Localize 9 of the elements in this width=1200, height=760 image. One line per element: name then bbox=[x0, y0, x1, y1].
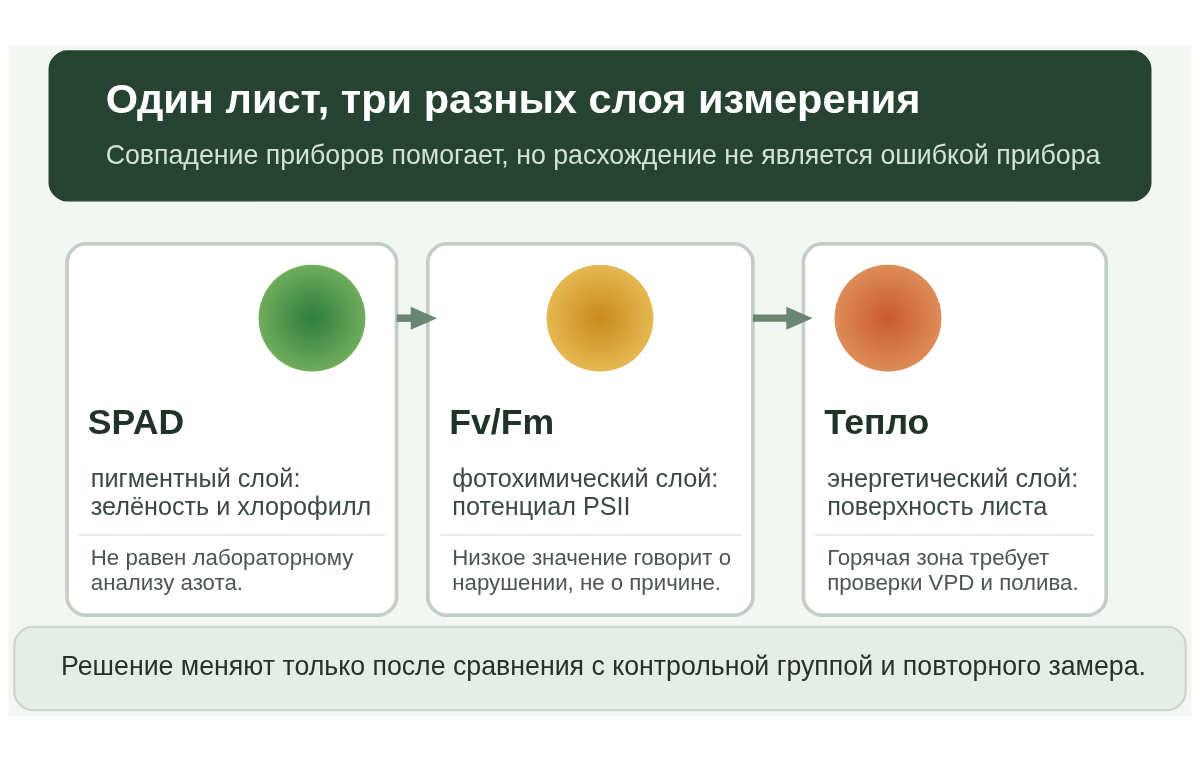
node-circle bbox=[546, 264, 654, 372]
node-circle bbox=[834, 264, 942, 372]
node-circle bbox=[258, 264, 366, 372]
cluster: SPAD пигментный слой: зелёность и хлорофилл Не равен лабораторному анализу азота. bbox=[65, 241, 399, 617]
cluster: Fv/Fm фотохимический слой: потенциал PSII Низкое значение говорит о нарушении, не о причине. bbox=[425, 241, 755, 617]
arrow bbox=[752, 306, 813, 330]
node-box: Один лист, три разных слоя измерения Совпадение приборов помогает, но расхождение не является ошибкой прибора bbox=[48, 49, 1152, 202]
cluster: Тепло энергетический слой: поверхность листа Горячая зона требует проверки VPD и полива. bbox=[801, 241, 1109, 617]
node-box: Решение меняют только после сравнения с контрольной группой и повторного замера. bbox=[13, 625, 1187, 711]
